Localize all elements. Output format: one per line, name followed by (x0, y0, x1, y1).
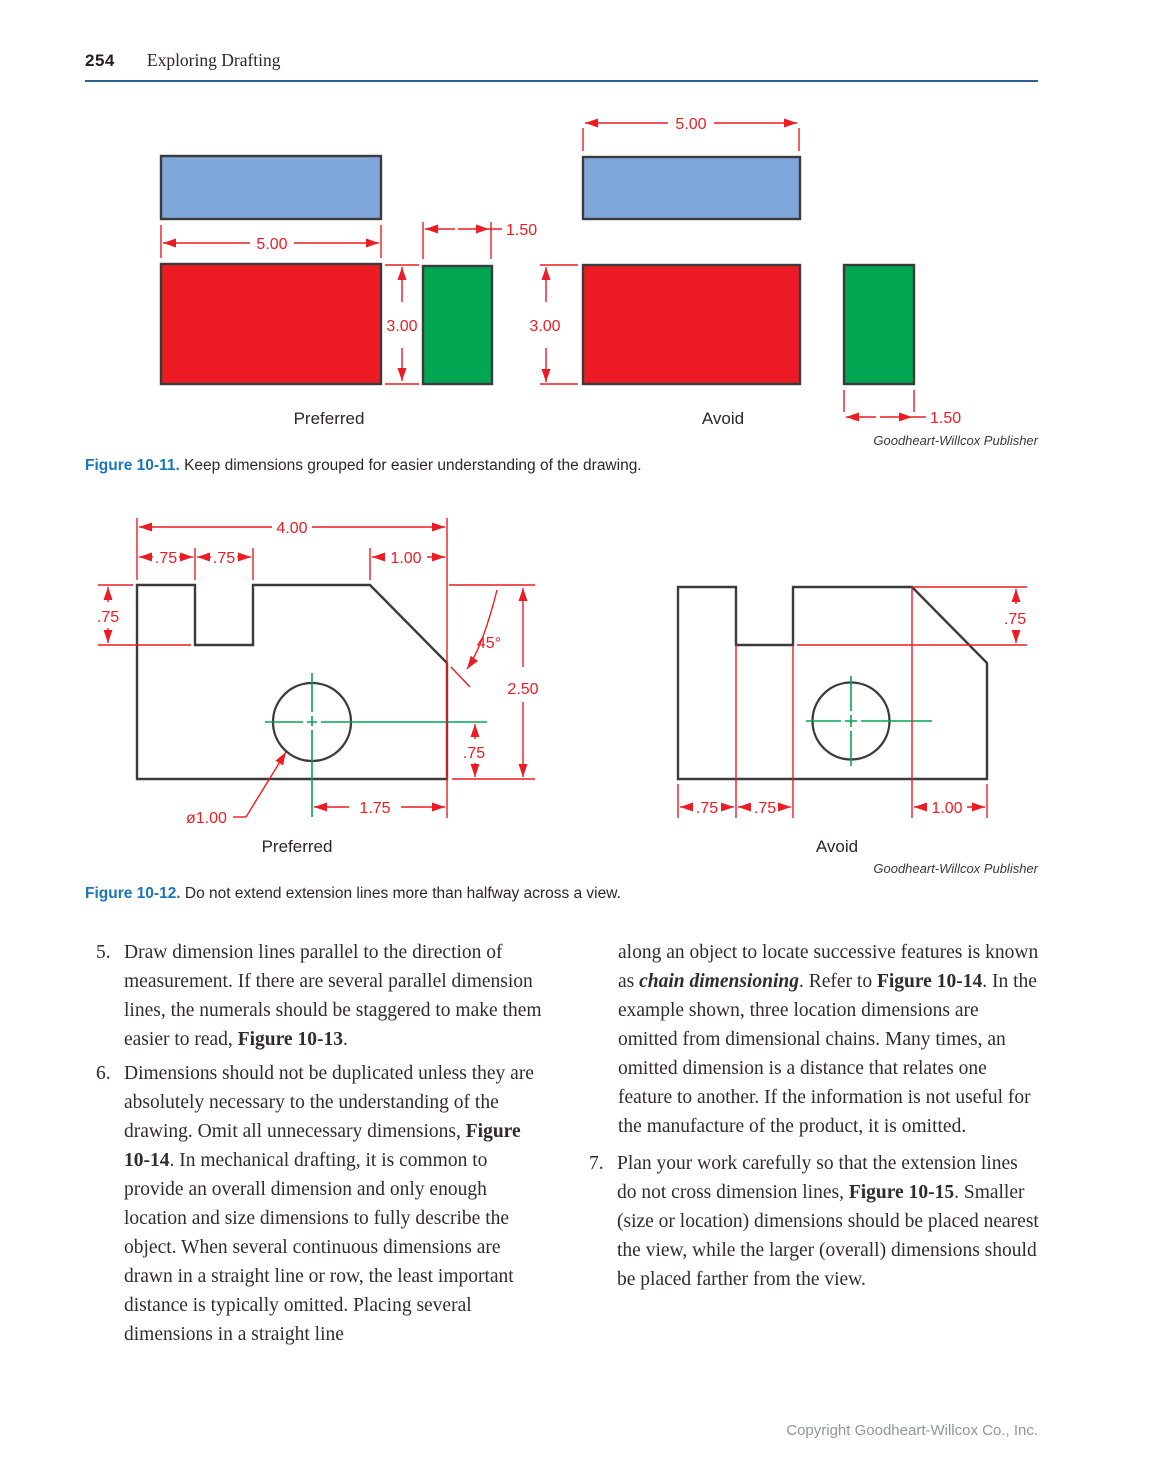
fig11-pref-dim-thickness (422, 222, 502, 259)
figure-10-11-credit: Goodheart-Willcox Publisher (873, 433, 1038, 448)
fig11-avoid-dim-thickness (843, 390, 926, 422)
list-item-5: 5. Draw dimension lines parallel to the … (96, 938, 549, 1054)
dim-label: 1.75 (359, 800, 390, 817)
part-outline (135, 583, 449, 781)
dim-label: 3.00 (386, 318, 417, 335)
body-left-column: 5. Draw dimension lines parallel to the … (96, 938, 549, 1354)
dim-label: 1.00 (390, 550, 421, 567)
blue-block (159, 154, 383, 221)
dim-label: .75 (754, 800, 776, 817)
page-header: 254 Exploring Drafting (85, 50, 1038, 82)
blue-block (581, 155, 802, 221)
figure-ref: Figure 10-15 (848, 1182, 955, 1203)
red-block (581, 263, 802, 386)
book-title: Exploring Drafting (146, 50, 281, 70)
dim-label: 4.00 (276, 520, 307, 537)
item-number: 7. (589, 1153, 604, 1174)
dim-label: .75 (696, 800, 718, 817)
fig11-avoid-dim-height (540, 264, 578, 385)
figure-10-12-drawing: 4.00 .75 .75 1.00 .75 45° 2.50 .75 1.75 … (97, 518, 1027, 856)
fig12-avoid-dims (680, 589, 1021, 812)
preferred-label: Preferred (294, 409, 365, 428)
dim-label: 45° (477, 635, 501, 652)
red-block (159, 262, 383, 386)
green-block (842, 263, 916, 386)
centerlines (806, 676, 932, 766)
preferred-label: Preferred (262, 837, 333, 856)
fig12-avoid-view: .75 .75 .75 1.00 Avoid (676, 585, 1027, 856)
item-text: along an object to locate successive fea… (618, 942, 1039, 992)
item-number: 6. (96, 1063, 111, 1084)
figure-ref: Figure 10-11. (85, 457, 180, 474)
caption-text: Do not extend extension lines more than … (180, 885, 621, 902)
list-item-6: 6. Dimensions should not be duplicated u… (96, 1059, 549, 1349)
avoid-label: Avoid (702, 409, 744, 428)
dim-label: 3.00 (529, 318, 560, 335)
caption-text: Keep dimensions grouped for easier under… (179, 457, 642, 474)
dim-label: 2.50 (507, 681, 538, 698)
fig12-preferred-view: 4.00 .75 .75 1.00 .75 45° 2.50 .75 1.75 … (97, 518, 539, 856)
copyright-notice: Copyright Goodheart-Willcox Co., Inc. (786, 1422, 1038, 1439)
glossary-term: chain dimensioning (639, 971, 799, 992)
dim-label: .75 (1004, 611, 1026, 628)
figure-ref: Figure 10-13 (237, 1029, 343, 1050)
item-text: . Smaller (size or location) dimensions … (617, 1182, 1039, 1290)
fig11-pref-dim-height (385, 264, 419, 385)
dim-label: 1.00 (931, 800, 962, 817)
item-text: Plan your work carefully so that the ext… (617, 1153, 1018, 1203)
body-right-column: along an object to locate successive fea… (589, 938, 1042, 1299)
item-text: . Refer to (798, 971, 877, 992)
dim-label: 5.00 (675, 116, 706, 133)
fig12-pref-dims (103, 522, 528, 818)
dim-label: ø1.00 (186, 810, 227, 827)
figure-10-12-caption: Figure 10-12. Do not extend extension li… (85, 885, 1005, 903)
page-number: 254 (85, 51, 115, 70)
figure-ref: Figure 10-14 (876, 971, 983, 992)
list-item-7: 7. Plan your work carefully so that the … (589, 1149, 1042, 1294)
figure-ref: Figure 10-14 (124, 1121, 521, 1171)
dim-label: 1.50 (930, 410, 961, 427)
dim-label: .75 (155, 550, 177, 567)
item-6-continuation: along an object to locate successive fea… (618, 938, 1042, 1141)
fig11-avoid-dim-width (582, 118, 800, 151)
item-text: . (342, 1029, 348, 1050)
fig11-pref-dim-width (160, 225, 382, 258)
crossing-extension-lines (677, 586, 1027, 818)
item-text: Draw dimension lines parallel to the dir… (124, 942, 542, 1050)
figure-10-11-caption: Figure 10-11. Keep dimensions grouped fo… (85, 457, 1005, 475)
item-number: 5. (96, 942, 111, 963)
dim-label: .75 (213, 550, 235, 567)
extension-lines (98, 518, 535, 818)
avoid-label: Avoid (816, 837, 858, 856)
centerlines (265, 673, 487, 817)
fig11-preferred-group: 5.00 3.00 1.50 Preferred (159, 154, 537, 428)
part-outline (676, 585, 989, 781)
item-text: . In mechanical drafting, it is common t… (124, 1150, 514, 1345)
dim-label: .75 (97, 609, 119, 626)
dim-label: 1.50 (506, 222, 537, 239)
item-text: Dimensions should not be duplicated unle… (124, 1063, 534, 1142)
figure-ref: Figure 10-12. (85, 885, 181, 902)
dim-label: .75 (463, 745, 485, 762)
item-text: . In the example shown, three location d… (618, 971, 1037, 1137)
figure-10-12-credit: Goodheart-Willcox Publisher (873, 861, 1038, 876)
dim-label: 5.00 (256, 236, 287, 253)
fig11-avoid-group: 5.00 3.00 1.50 Avoid (529, 116, 961, 428)
green-block (421, 264, 494, 386)
figure-10-11-drawing: 5.00 3.00 1.50 Preferred (159, 116, 961, 428)
